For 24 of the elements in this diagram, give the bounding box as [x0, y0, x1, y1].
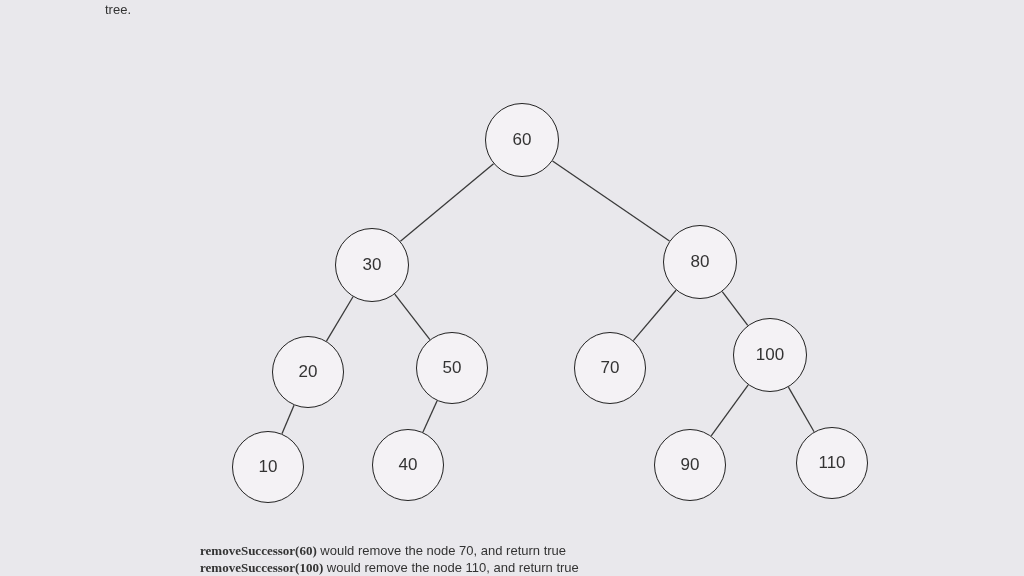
tree-edge — [787, 386, 815, 433]
node-value: 50 — [442, 358, 462, 378]
tree-edge — [721, 290, 749, 327]
node-value: 90 — [680, 455, 700, 475]
node-value: 10 — [258, 457, 278, 477]
tree-edge — [551, 160, 671, 242]
tree-edge — [422, 400, 438, 433]
example-text: removeSuccessor(100) would remove the node 110, and return true — [200, 560, 579, 576]
node-value: 80 — [690, 252, 710, 272]
tree-edge — [710, 384, 749, 437]
tree-edge — [399, 163, 495, 242]
node-value: 70 — [600, 358, 620, 378]
caption-text: tree. — [105, 2, 131, 17]
node-value: 20 — [298, 362, 318, 382]
example-text: removeSuccessor(60) would remove the node 70, and return true — [200, 543, 567, 559]
tree-edge — [394, 293, 431, 341]
tree-edge — [325, 296, 354, 342]
node-value: 40 — [398, 455, 418, 475]
node-value: 100 — [755, 345, 785, 365]
node-value: 60 — [512, 130, 532, 150]
node-value: 110 — [818, 453, 846, 473]
node-value: 30 — [362, 255, 382, 275]
tree-edge — [281, 404, 295, 435]
tree-edge — [632, 289, 677, 342]
